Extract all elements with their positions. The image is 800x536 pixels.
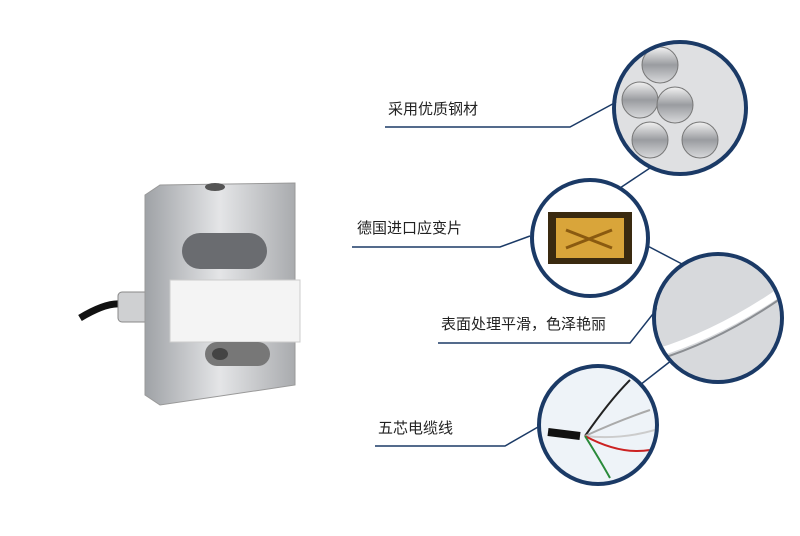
smooth-surface-icon [656,256,780,380]
load-cell-product [78,182,301,406]
feature-label-gauge: 德国进口应变片 [357,219,463,237]
feature-label-cable: 五芯电缆线 [378,419,454,437]
feature-label-steel: 采用优质钢材 [388,100,479,118]
feature-label-surface: 表面处理平滑，色泽艳丽 [441,315,607,333]
five-core-cable-icon [541,368,655,482]
strain-gauge-icon [548,212,632,264]
steel-bars-icon [616,44,744,172]
